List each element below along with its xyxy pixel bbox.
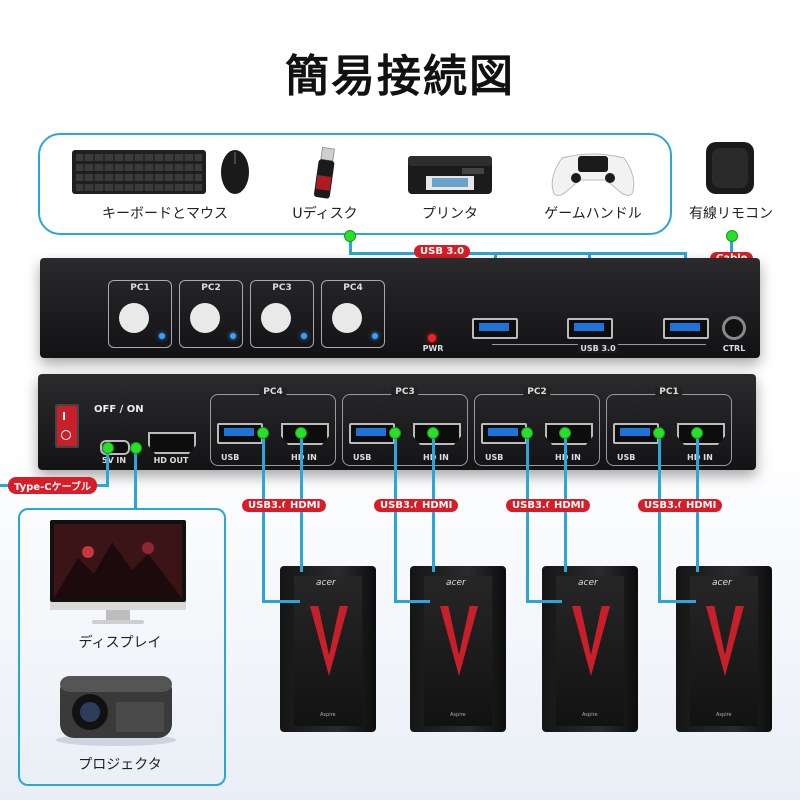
- peripheral-label-gamepad: ゲームハンドル: [544, 206, 642, 222]
- power-switch[interactable]: [55, 404, 79, 448]
- connector-dot: [726, 230, 738, 242]
- rear-group-pc3: PC3 USB HD IN: [342, 387, 468, 466]
- peripheral-label-usb-drive: Uディスク: [292, 206, 358, 222]
- pc4-led: [372, 333, 378, 339]
- hdmi-out-port[interactable]: [148, 432, 196, 454]
- printer-icon: [408, 156, 492, 194]
- usb-cable-line: [658, 438, 661, 602]
- output-devices-panel: [18, 508, 226, 786]
- typec-label: 5V IN: [101, 456, 127, 465]
- computer-brand: acer: [578, 578, 598, 588]
- front-usb-port-1[interactable]: [472, 318, 518, 339]
- usb-cable-line: [658, 600, 696, 603]
- cable-line: [349, 236, 352, 254]
- pc4-button[interactable]: PC4: [321, 280, 385, 348]
- pc3-usb-port[interactable]: [349, 423, 395, 444]
- kvm-rear-panel: OFF / ON 5V IN HD OUT PC4 USB HD IN PC3 …: [38, 374, 756, 470]
- connector-dot: [295, 427, 307, 439]
- connector-dot: [521, 427, 533, 439]
- cable-line: [106, 448, 109, 487]
- computer-brand: acer: [316, 578, 336, 588]
- computer-pc4: acer Aspire: [280, 566, 376, 732]
- computer-pc2: acer Aspire: [542, 566, 638, 732]
- pc2-usb-port[interactable]: [481, 423, 527, 444]
- pwr-label: PWR: [422, 344, 444, 353]
- display-label: ディスプレイ: [78, 635, 162, 651]
- front-usb-label: USB 3.0: [578, 344, 618, 353]
- usb-cable-line: [526, 438, 529, 602]
- projector-icon: [56, 676, 176, 746]
- pc2-led: [230, 333, 236, 339]
- pc1-button[interactable]: PC1: [108, 280, 172, 348]
- remote-label: 有線リモコン: [689, 206, 773, 222]
- pc4-usb-port[interactable]: [217, 423, 263, 444]
- usb-cable-tag: USB3.0: [242, 499, 295, 512]
- connector-dot: [102, 442, 114, 454]
- hdmi-cable-tag: HDMI: [284, 499, 327, 512]
- pc3-button[interactable]: PC3: [250, 280, 314, 348]
- usb-cable-line: [262, 600, 300, 603]
- connector-dot: [691, 427, 703, 439]
- computer-brand: acer: [446, 578, 466, 588]
- usb-cable-tag: USB3.0: [638, 499, 691, 512]
- kvm-front-panel: PC1 PC2 PC3 PC4 PWR USB 3.0 CTRL: [40, 258, 760, 358]
- computer-pc1: acer Aspire: [676, 566, 772, 732]
- pc1-usb-port[interactable]: [613, 423, 659, 444]
- pc2-button[interactable]: PC2: [179, 280, 243, 348]
- rear-group-pc2: PC2 USB HD IN: [474, 387, 600, 466]
- ctrl-label: CTRL: [722, 344, 746, 353]
- ctrl-port[interactable]: [722, 316, 746, 340]
- cable-line: [349, 252, 686, 255]
- connector-dot: [427, 427, 439, 439]
- power-switch-label: OFF / ON: [94, 404, 144, 415]
- cable-line: [134, 448, 137, 510]
- power-led: [428, 334, 436, 342]
- connector-dot: [130, 442, 142, 454]
- usb-drive-icon: [313, 146, 335, 199]
- connector-dot: [559, 427, 571, 439]
- usb-cable-line: [394, 438, 397, 602]
- rear-group-pc4: PC4 USB HD IN: [210, 387, 336, 466]
- pc1-led: [159, 333, 165, 339]
- page-title: 簡易接続図: [285, 51, 515, 102]
- connector-dot: [257, 427, 269, 439]
- usb-cable-tag: USB 3.0: [414, 245, 471, 258]
- hdmi-cable-tag: HDMI: [680, 499, 723, 512]
- connector-dot: [389, 427, 401, 439]
- connector-dot: [653, 427, 665, 439]
- wired-remote-icon: [706, 142, 754, 194]
- front-usb-port-3[interactable]: [663, 318, 709, 339]
- pc3-led: [301, 333, 307, 339]
- computer-pc3: acer Aspire: [410, 566, 506, 732]
- usb-cable-tag: USB3.0: [506, 499, 559, 512]
- monitor-icon: [50, 520, 186, 624]
- gamepad-icon: [551, 153, 635, 196]
- connector-dot: [344, 230, 356, 242]
- usb-cable-line: [262, 438, 265, 602]
- usb-cable-line: [526, 600, 562, 603]
- front-usb-port-2[interactable]: [567, 318, 613, 339]
- usb-cable-line: [394, 600, 430, 603]
- typec-cable-tag: Type-Cケーブル: [8, 477, 97, 494]
- computer-brand: acer: [712, 578, 732, 588]
- keyboard-mouse-icon: [72, 150, 249, 194]
- rear-group-pc1: PC1 USB HD IN: [606, 387, 732, 466]
- hdmi-cable-tag: HDMI: [548, 499, 591, 512]
- peripheral-label-printer: プリンタ: [422, 206, 478, 222]
- hdmi-cable-tag: HDMI: [416, 499, 459, 512]
- hdout-label: HD OUT: [153, 456, 189, 465]
- usb-cable-tag: USB3.0: [374, 499, 427, 512]
- projector-label: プロジェクタ: [78, 757, 162, 773]
- peripheral-label-keyboard-mouse: キーボードとマウス: [102, 206, 228, 222]
